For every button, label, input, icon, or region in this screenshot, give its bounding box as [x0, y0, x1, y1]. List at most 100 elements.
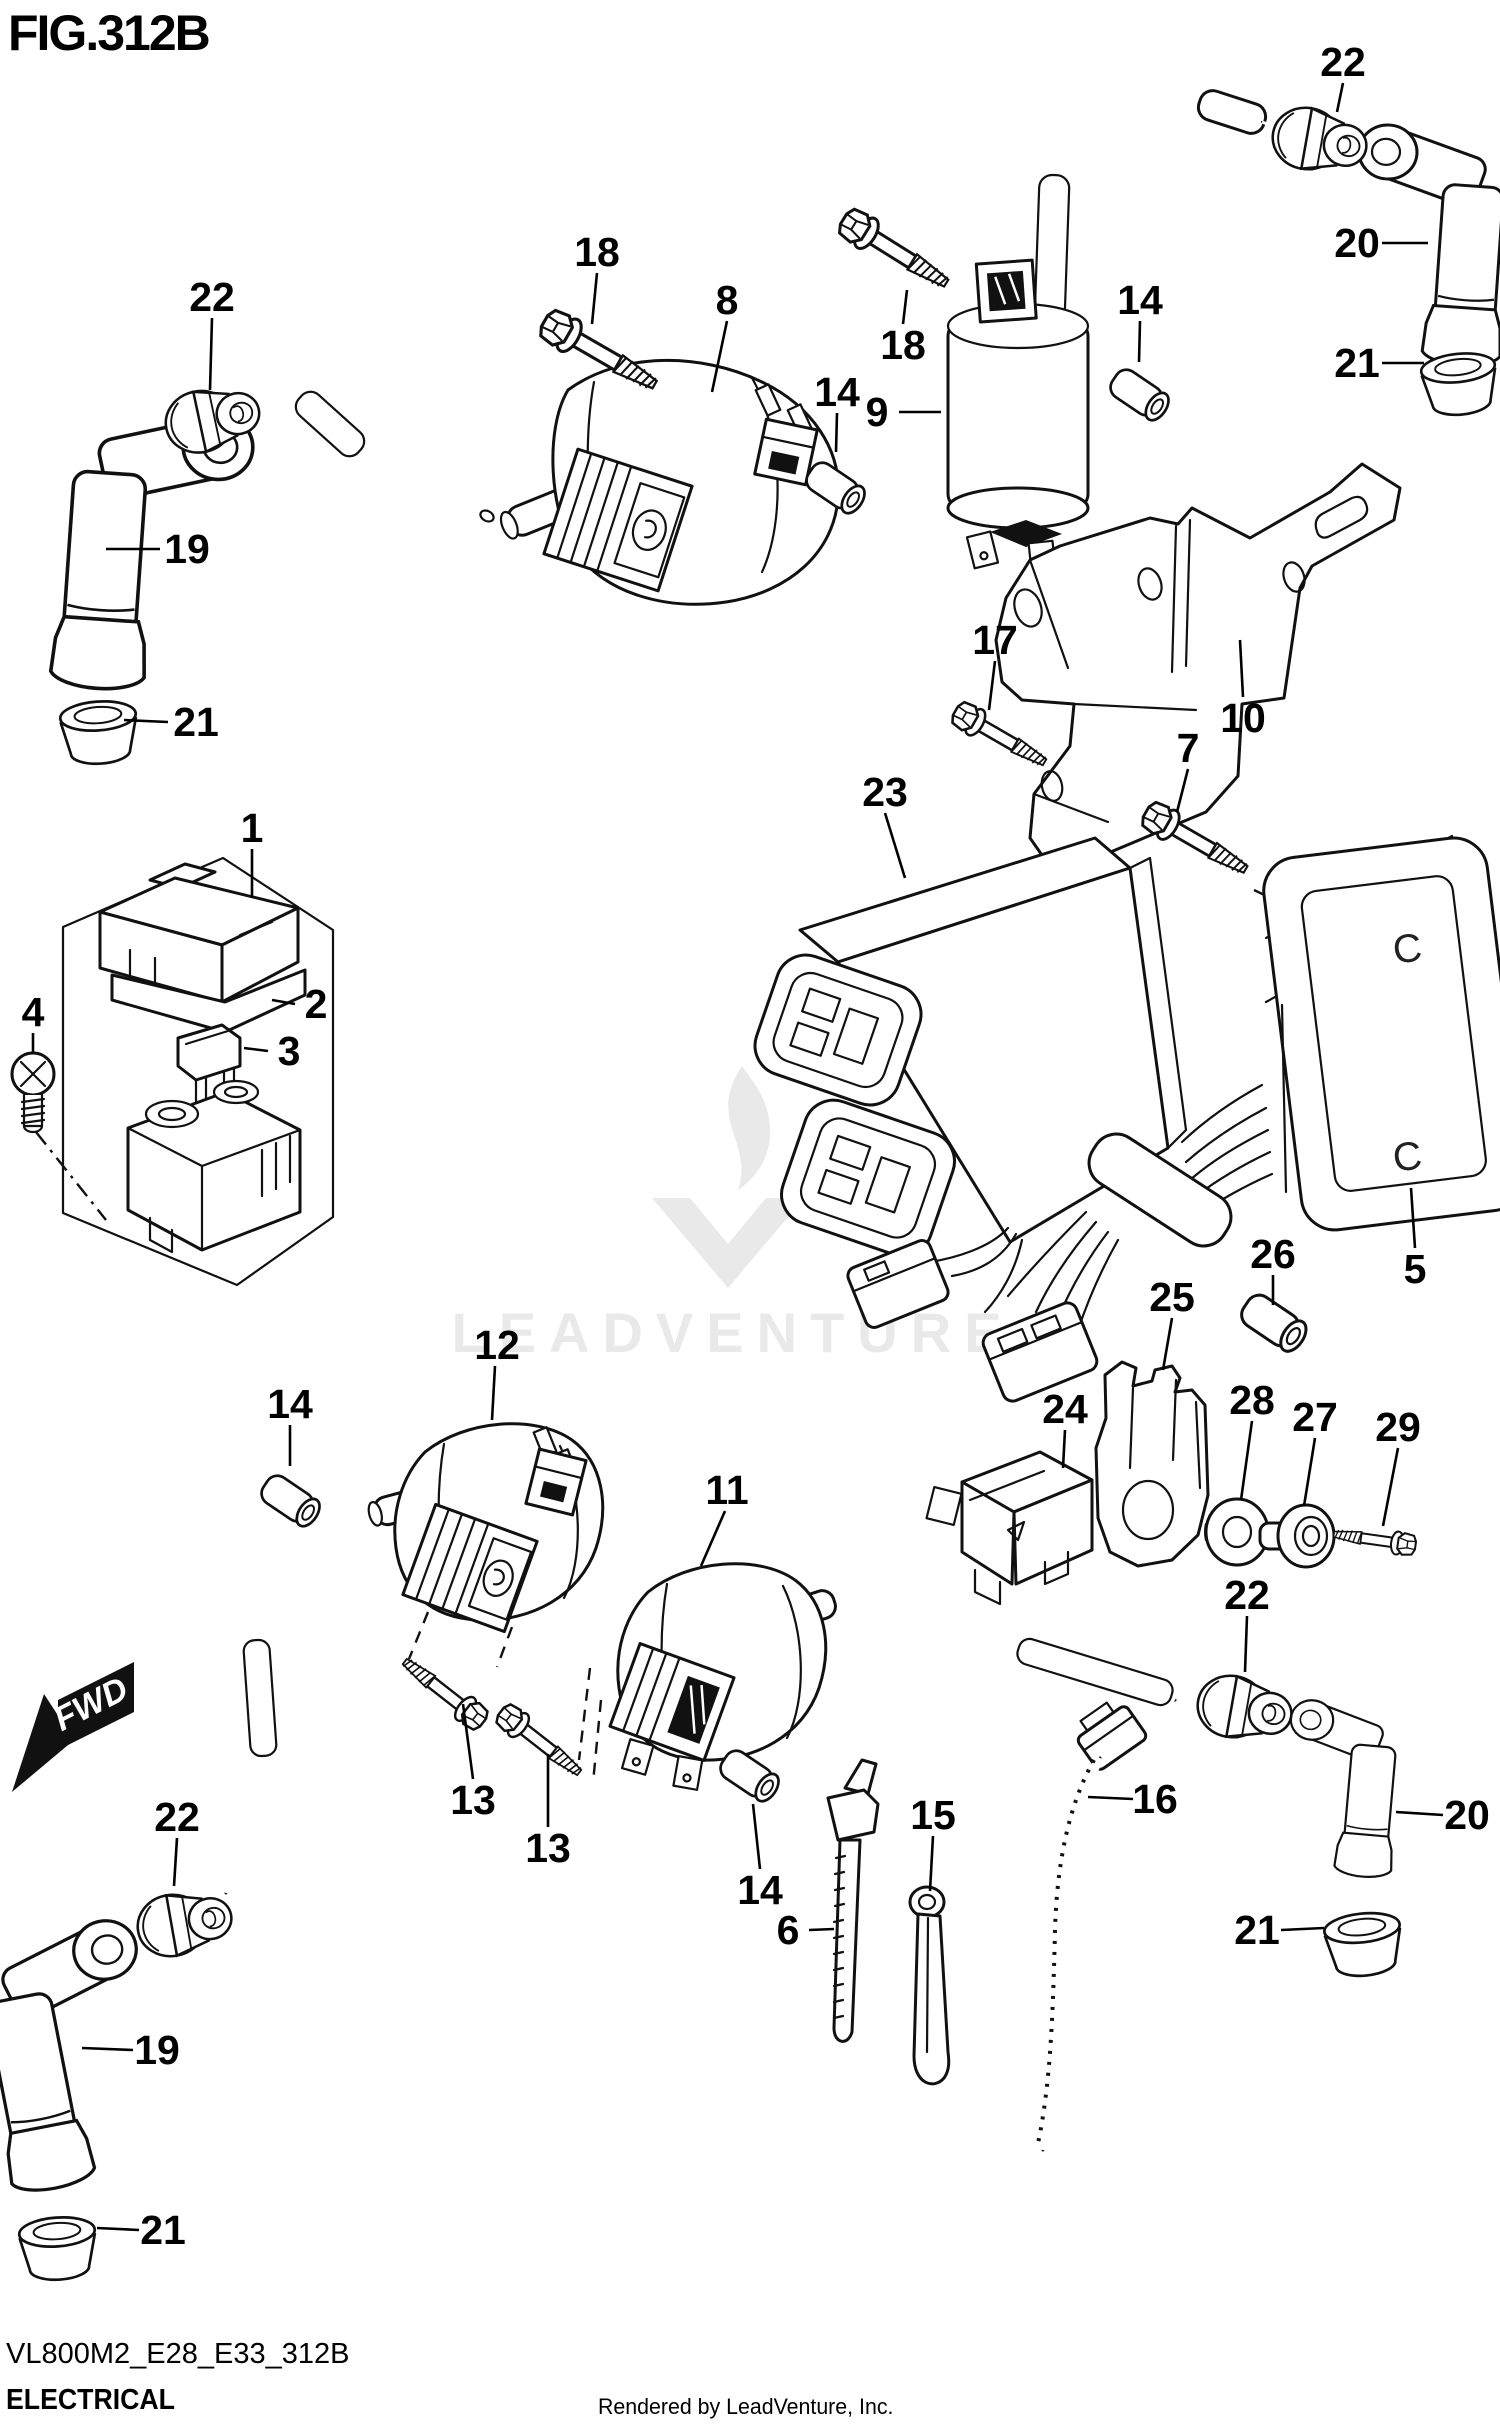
callout-leader-5 [1409, 1187, 1417, 1249]
watermark-v-icon [652, 1198, 804, 1288]
callout-label-22-bottom-left: 22 [154, 1794, 200, 1840]
callout-leader-22-top-left [208, 317, 214, 391]
callout-leader-20-bottom-right [1395, 1810, 1444, 1817]
alignment-dashdot-screw4 [35, 1131, 107, 1221]
callout-label-21-top-right: 21 [1334, 340, 1380, 386]
callout-leader-27 [1302, 1437, 1317, 1507]
callout-label-22-top-right: 22 [1320, 39, 1366, 85]
plug-seal-21-top-left [57, 697, 141, 768]
spark-plug-lead-rear-top-right [1266, 101, 1500, 420]
callout-leader-29 [1381, 1447, 1400, 1527]
plug-seal-21-bottom-left [16, 2213, 100, 2284]
fuse-box-assembly [10, 856, 335, 1287]
callout-label-3: 3 [278, 1028, 301, 1074]
connector-a [846, 1239, 950, 1329]
callout-label-26: 26 [1250, 1231, 1296, 1277]
callout-label-22-bottom-right: 22 [1224, 1572, 1270, 1618]
callout-leader-21-top-left [123, 718, 169, 724]
plug-boot-19-top [47, 401, 257, 700]
callout-label-21-top-left: 21 [173, 699, 219, 745]
callout-label-16: 16 [1132, 1776, 1178, 1822]
spark-plug-lead-rear-bottom-right [1191, 1669, 1407, 1981]
callout-leader-17 [987, 660, 997, 711]
callout-leader-28 [1239, 1420, 1254, 1501]
callout-label-9: 9 [866, 389, 889, 435]
watermark-text: LEADVENTURE [451, 1301, 1014, 1364]
callout-label-18-left: 18 [574, 229, 620, 275]
callout-label-11: 11 [705, 1467, 748, 1513]
ignition-coil-9 [946, 88, 1290, 577]
callout-leader-11 [699, 1510, 727, 1567]
connector-b [981, 1301, 1099, 1403]
callout-label-18-right: 18 [880, 322, 926, 368]
callout-label-14-mid: 14 [737, 1867, 783, 1913]
callout-label-29: 29 [1375, 1404, 1421, 1450]
callout-leader-14-left [834, 412, 839, 453]
callout-label-21-bottom-left: 21 [140, 2207, 186, 2253]
bracket-10 [994, 462, 1402, 866]
plug-seal-21-top-right [1418, 348, 1500, 420]
callout-label-15: 15 [910, 1792, 956, 1838]
footer-section: ELECTRICAL [6, 2384, 175, 2416]
fwd-marker: FWD [12, 1662, 134, 1792]
callout-leader-14-mid [751, 1803, 762, 1870]
ignition-coil-12 [220, 1422, 605, 1895]
ignition-coil-11 [608, 1562, 1178, 1791]
callout-leader-24 [1061, 1429, 1067, 1469]
callout-leader-15 [928, 1835, 935, 1892]
callout-leader-14-right [1137, 320, 1142, 363]
callout-label-1: 1 [241, 805, 264, 851]
ignition-coil-8 [499, 358, 840, 606]
callout-leader-10 [1238, 639, 1245, 698]
bolt-18-right [833, 203, 957, 300]
plug-cap-22-top-right [1266, 101, 1373, 181]
callout-label-2: 2 [305, 981, 328, 1027]
plug-boot-20-bottom [1276, 1696, 1407, 1881]
callout-label-21-bottom-right: 21 [1234, 1907, 1280, 1953]
spark-plug-lead-front-left [47, 378, 495, 768]
callout-leader-23 [883, 812, 907, 879]
nut-27 [1258, 1503, 1336, 1569]
callout-label-20-top-right: 20 [1334, 220, 1380, 266]
callout-leader-18-right [901, 289, 909, 325]
callout-label-14-mid-left: 14 [267, 1381, 313, 1427]
callout-label-27: 27 [1292, 1394, 1338, 1440]
callout-leader-2 [271, 998, 296, 1006]
regulator-mark-1: C [1390, 1134, 1424, 1181]
callout-label-22-top-left: 22 [189, 274, 235, 320]
callout-leader-22-bottom-right [1243, 1615, 1249, 1673]
cable-tie-6 [826, 1758, 880, 2043]
plug-cap-22-bottom-right [1191, 1669, 1298, 1749]
sensor-24 [925, 1450, 1094, 1606]
bracket-25 [1094, 1360, 1210, 1568]
callout-label-20-bottom-right: 20 [1444, 1792, 1490, 1838]
callout-label-24: 24 [1042, 1386, 1088, 1432]
callout-label-28: 28 [1229, 1377, 1275, 1423]
callout-leader-19-bottom-left [81, 2046, 134, 2052]
callout-label-6: 6 [777, 1907, 800, 1953]
screw-4 [10, 1051, 56, 1134]
fuse-3 [176, 1023, 242, 1106]
callout-label-12: 12 [474, 1322, 520, 1368]
regulator-rectifier-5 [1262, 834, 1500, 1232]
callout-leader-7 [1175, 768, 1190, 813]
figure-title: FIG.312B [8, 5, 211, 61]
screw-13-a [394, 1649, 493, 1735]
footer-part-code: VL800M2_E28_E33_312B [6, 2338, 350, 2370]
watermark-flame-icon [728, 1066, 771, 1190]
callout-leader-22-bottom-left [172, 1837, 179, 1887]
collar-14-right [1104, 363, 1175, 426]
regulator-markings: CC [1390, 926, 1424, 1181]
callout-label-10: 10 [1220, 695, 1266, 741]
callout-label-4: 4 [22, 989, 45, 1035]
alignment-dashes [407, 1611, 603, 1784]
callout-label-13-b: 13 [525, 1825, 571, 1871]
callout-label-19-top-left: 19 [164, 526, 210, 572]
regulator-mark-0: C [1390, 926, 1424, 973]
callout-label-7: 7 [1177, 725, 1200, 771]
cable-strap-16 [1035, 1701, 1148, 2152]
screw-29 [1331, 1521, 1419, 1559]
callout-leader-21-bottom-right [1280, 1926, 1325, 1932]
callout-leader-12 [490, 1365, 497, 1421]
